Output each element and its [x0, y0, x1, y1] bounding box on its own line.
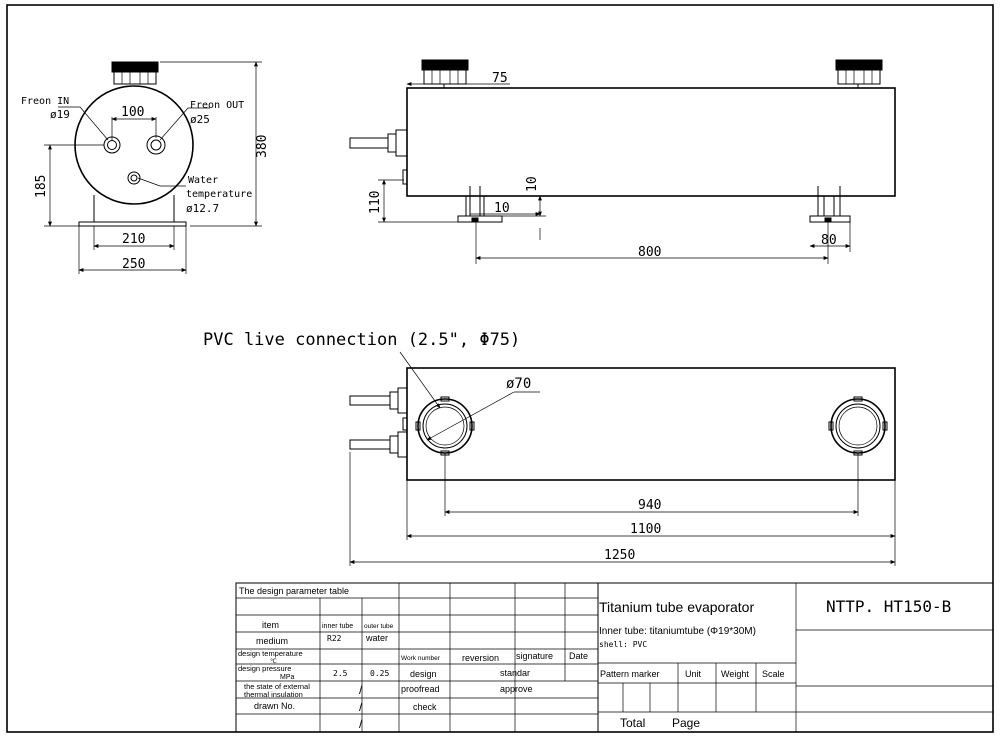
dim-10-vertical: 10 [525, 176, 540, 192]
base-plate [78, 221, 187, 227]
freon-out-fitting [146, 135, 166, 155]
page: Page [672, 716, 700, 730]
work-number: Work number [401, 655, 441, 662]
side-view: 75 10 10 110 800 80 [349, 59, 896, 264]
freon-out-label: Freon OUT [190, 100, 244, 111]
scale: Scale [762, 669, 785, 679]
pattern-marker: Pattern marker [600, 669, 660, 679]
side-body [406, 87, 896, 197]
row-drawn-no: drawn No. [254, 701, 295, 711]
pressure-inner: 2.5 [333, 669, 348, 678]
row-insulation-1: the state of external [244, 682, 310, 691]
dim-940: 940 [638, 498, 661, 513]
drawing-number: NTTP. HT150-B [826, 597, 951, 616]
row-medium: medium [256, 636, 288, 646]
dim-10-horizontal: 10 [494, 201, 510, 216]
freon-out-dia: ø25 [190, 113, 210, 126]
design-temp-unit: ℃ [270, 658, 277, 665]
approve: approve [500, 684, 533, 694]
dim-380: 380 [255, 135, 270, 158]
date: Date [569, 651, 588, 661]
unit: Unit [685, 669, 702, 679]
signature: signature [516, 651, 553, 661]
slash-insulation: / [359, 683, 363, 697]
dim-75: 75 [492, 71, 508, 86]
weight: Weight [721, 669, 749, 679]
water-temp-label-1: Water [188, 175, 218, 186]
dim-100: 100 [121, 105, 144, 120]
dim-1250: 1250 [604, 548, 635, 563]
slash-drawn-no: / [359, 700, 363, 714]
dim-80: 80 [821, 233, 837, 248]
dim-110: 110 [368, 191, 383, 214]
dim-dia70: ø70 [506, 376, 531, 392]
row-insulation-2: thermal insulation [244, 690, 303, 699]
side-pipe [349, 137, 389, 149]
pressure-outer: 0.25 [370, 669, 389, 678]
total: Total [620, 716, 645, 730]
freon-in-label: Freon IN [21, 96, 69, 107]
standar: standar [500, 668, 530, 678]
freon-in-dia: ø19 [50, 108, 70, 121]
title-block: The design parameter table item inner tu… [235, 582, 994, 733]
design: design [410, 669, 437, 679]
dim-250: 250 [122, 257, 145, 272]
row-design-temp: design temperature [238, 649, 303, 658]
water-temp-label-2: temperature [186, 189, 252, 200]
slash-bottom: / [359, 717, 363, 731]
top-view: PVC live connection (2.5", Φ75) ø70 940 … [203, 330, 896, 566]
pvc-callout: PVC live connection (2.5", Φ75) [203, 330, 520, 350]
shell-spec: shell: PVC [599, 640, 647, 649]
param-table-title: The design parameter table [239, 586, 349, 596]
col-inner-tube: inner tube [322, 623, 353, 630]
proofread: proofread [401, 684, 440, 694]
dim-210: 210 [122, 232, 145, 247]
reversion: reversion [462, 653, 499, 663]
row-item: item [262, 620, 279, 630]
design-pressure-unit: MPa [280, 674, 295, 681]
col-outer-tube: outer tube [364, 623, 394, 630]
water-temp-fitting [127, 171, 141, 185]
product-title: Titanium tube evaporator [599, 599, 754, 615]
row-design-pressure: design pressure [238, 664, 291, 673]
front-view: Freon IN ø19 Freon OUT ø25 Water tempera… [21, 61, 270, 274]
inner-tube-spec: Inner tube: titaniumtube (Φ19*30M) [599, 626, 756, 637]
top-body [406, 367, 896, 481]
check: check [413, 702, 437, 712]
dim-800: 800 [638, 245, 661, 260]
water-temp-dia: ø12.7 [186, 202, 219, 215]
medium-inner: R22 [327, 634, 342, 643]
medium-outer: water [365, 633, 388, 643]
dim-185: 185 [34, 175, 49, 198]
dim-1100: 1100 [630, 522, 661, 537]
